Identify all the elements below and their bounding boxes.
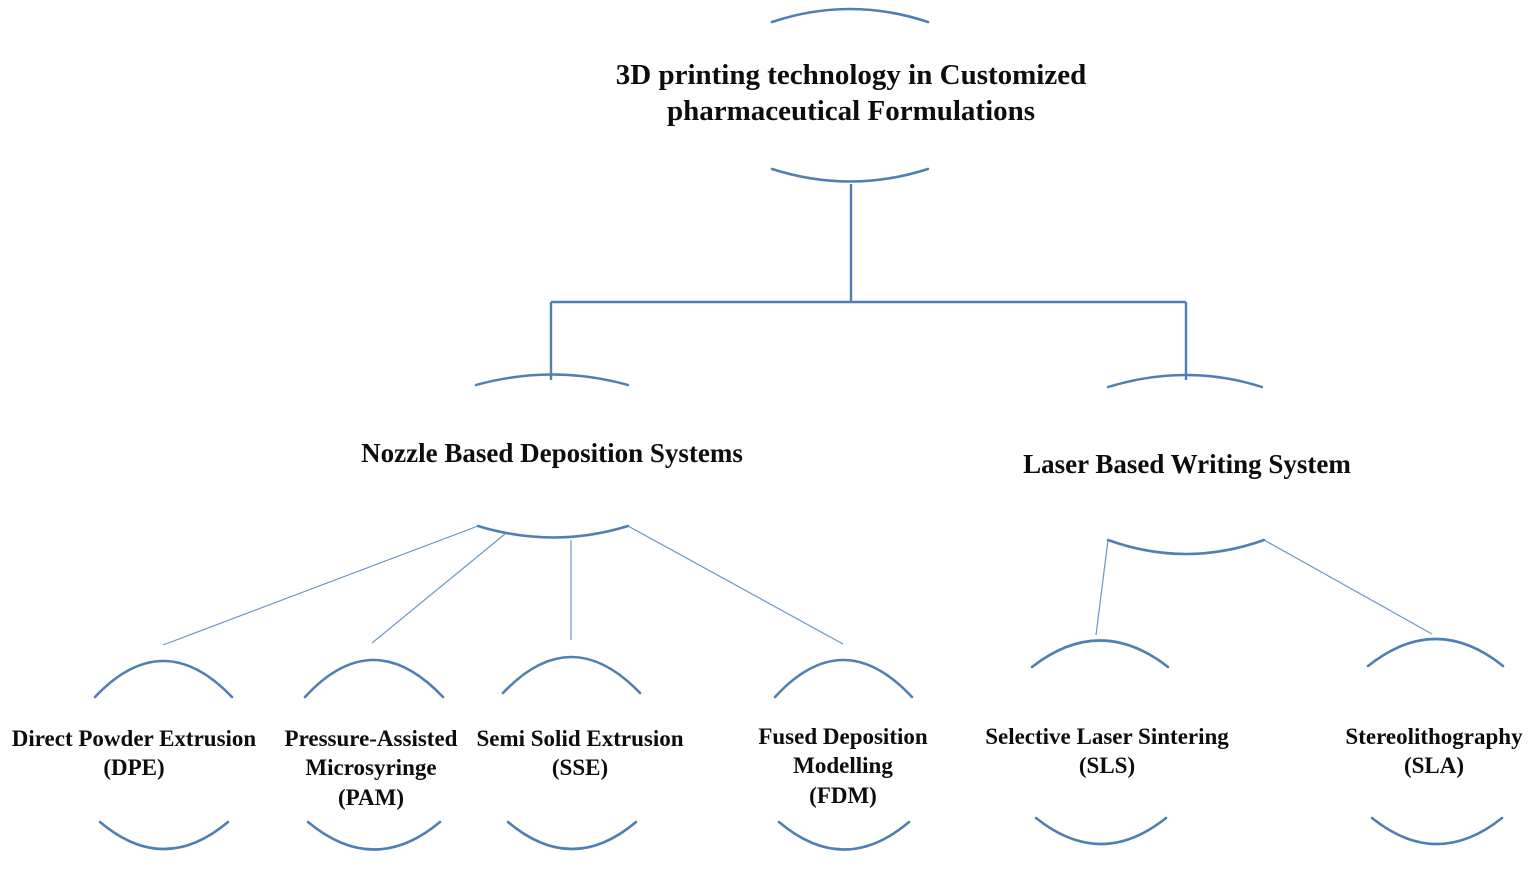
connector-nozzle-to-pam xyxy=(371,533,506,644)
fdm-node-top-arc xyxy=(773,658,914,699)
leaf-label-semi-solid-extrusion: Semi Solid Extrusion (SSE) xyxy=(476,726,684,781)
sls-node-top-arc xyxy=(1030,639,1170,669)
node-label-nozzle-based-deposition-systems: Nozzle Based Deposition Systems xyxy=(361,438,743,468)
laser-based-node-bottom-arc xyxy=(1106,538,1266,556)
connector-nozzle-to-fdm xyxy=(627,525,844,645)
leaf-label-pressure-assisted-microsyringe: Pressure-Assisted Microsyringe (PAM) xyxy=(284,726,458,810)
sla-node-top-arc xyxy=(1366,637,1505,668)
fdm-node-bottom-arc xyxy=(777,820,911,851)
root-node-label: 3D printing technology in Customized pha… xyxy=(615,59,1087,128)
root-node-top-arc xyxy=(770,7,930,24)
dpe-node-bottom-arc xyxy=(98,820,230,851)
root-node-bottom-arc xyxy=(770,167,930,183)
nozzle-based-node-bottom-arc xyxy=(476,524,630,539)
connector-nozzle-to-dpe xyxy=(162,525,479,646)
leaf-label-direct-powder-extrusion: Direct Powder Extrusion (DPE) xyxy=(11,726,257,781)
pam-node-bottom-arc xyxy=(306,820,442,851)
connector-laser-to-sls xyxy=(1095,539,1109,636)
sla-node-bottom-arc xyxy=(1370,816,1504,846)
leaf-label-selective-laser-sintering: Selective Laser Sintering (SLS) xyxy=(985,724,1229,779)
dpe-node-top-arc xyxy=(93,659,234,699)
leaf-label-stereolithography: Stereolithography (SLA) xyxy=(1345,724,1523,779)
sse-node-bottom-arc xyxy=(506,820,638,851)
laser-based-node-top-arc xyxy=(1106,373,1264,389)
leaf-label-fused-deposition-modelling: Fused Deposition Modelling (FDM) xyxy=(758,724,928,808)
sse-node-top-arc xyxy=(501,655,642,695)
connector-laser-to-sla xyxy=(1263,539,1433,635)
node-label-laser-based-writing-system: Laser Based Writing System xyxy=(1023,449,1351,479)
sls-node-bottom-arc xyxy=(1034,816,1168,846)
pam-node-top-arc xyxy=(303,658,445,699)
nozzle-based-node-top-arc xyxy=(474,373,630,387)
